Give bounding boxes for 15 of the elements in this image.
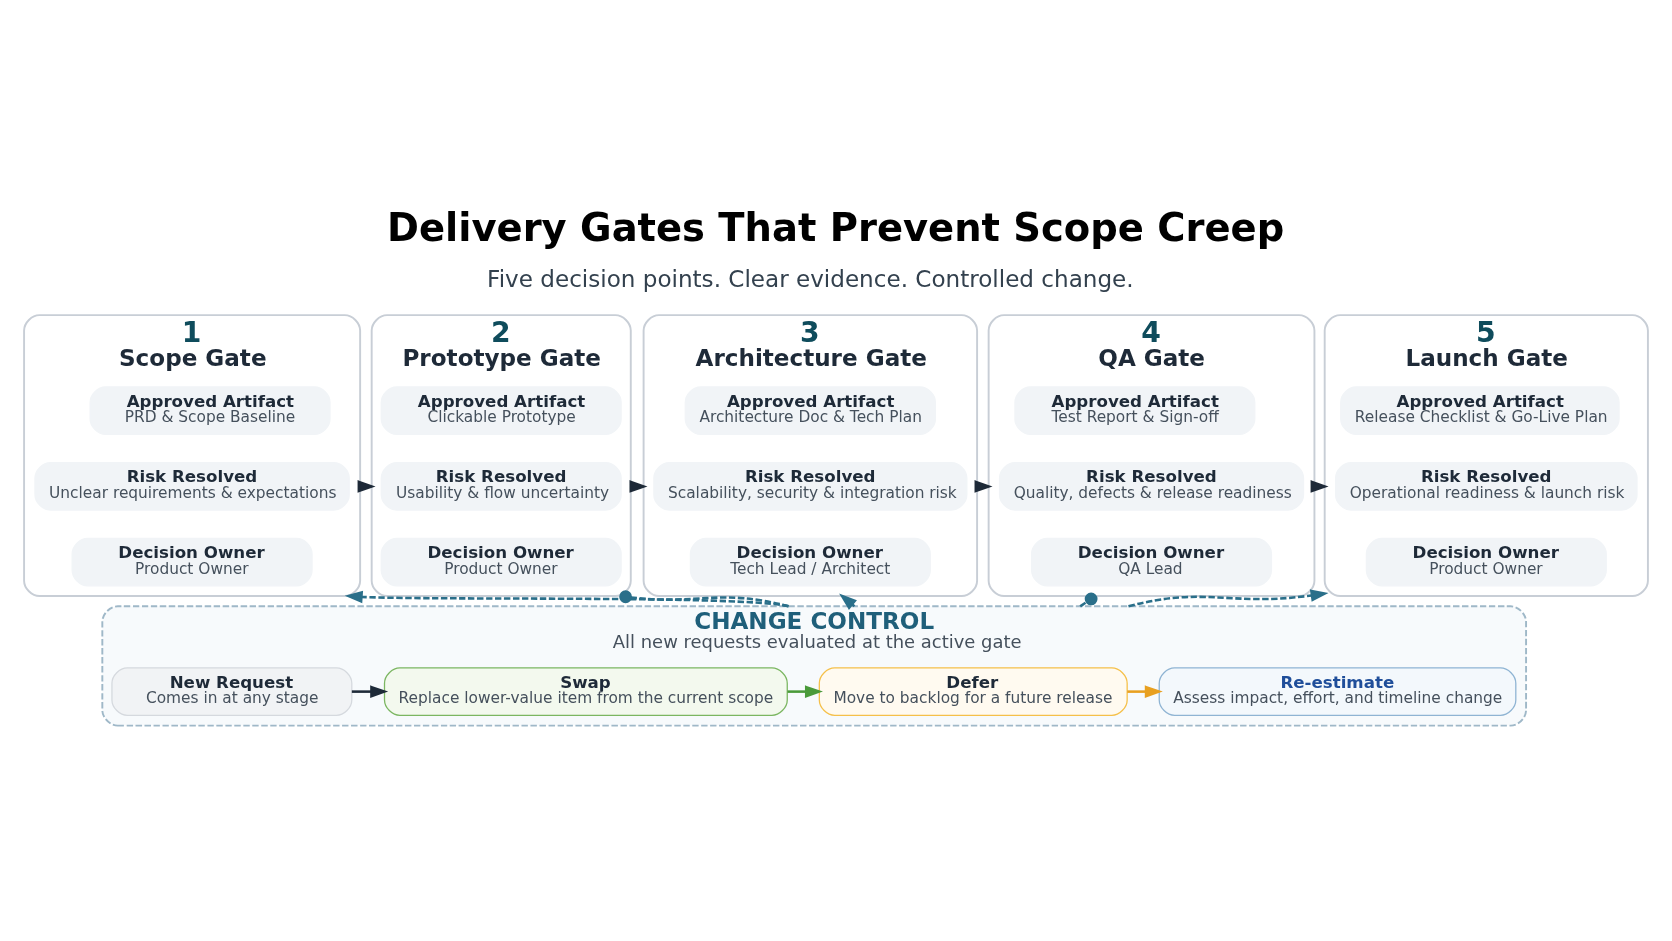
- node-box: Swap Replace lower-value item from the current scope: [383, 666, 788, 716]
- connector: [619, 589, 789, 608]
- arrow: [1310, 479, 1329, 493]
- arrow: [1127, 684, 1163, 698]
- arrow: [344, 590, 789, 608]
- connector: [1079, 592, 1098, 607]
- arrow: [787, 684, 823, 698]
- node-box: Defer Move to backlog for a future release: [818, 666, 1128, 716]
- diagram-title: Delivery Gates That Prevent Scope Creep: [387, 204, 1285, 250]
- arrow: [1128, 588, 1329, 608]
- node-box: Re-estimate Assess impact, effort, and timeline change: [1158, 666, 1517, 716]
- arrow: [351, 684, 389, 698]
- arrow: [839, 593, 857, 610]
- label: Five decision points. Clear evidence. Controlled change.: [487, 265, 1134, 292]
- node-box: New Request Comes in at any stage: [111, 666, 353, 716]
